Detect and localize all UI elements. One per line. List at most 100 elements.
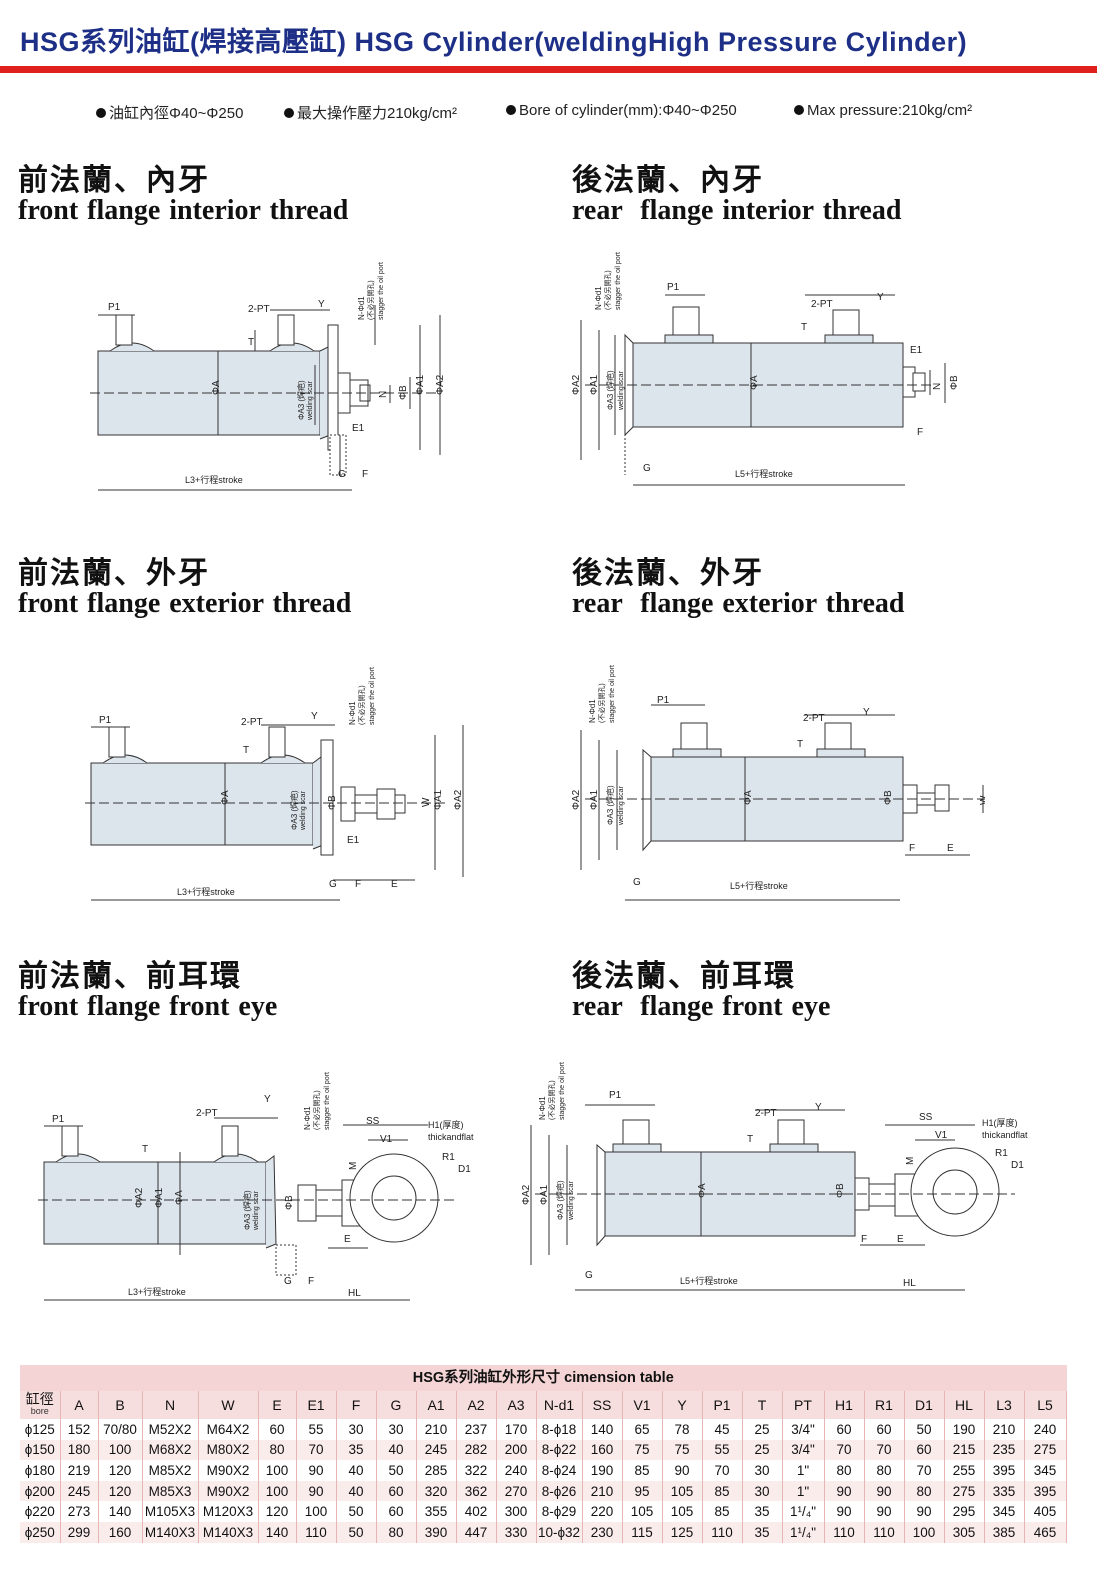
label-t: T [142,1144,148,1155]
table-cell: 35 [336,1439,377,1461]
cylinder-body [43,1161,267,1245]
table-cell: M90X2 [198,1460,259,1481]
table-cell: 60 [904,1439,945,1461]
table-caption: HSG系列油缸外形尺寸 cimension table [20,1365,1067,1391]
table-cell: M140X3 [142,1521,199,1543]
label-a: ΦA [697,1183,708,1198]
table-cell: 100 [296,1501,337,1522]
table-cell: 215 [944,1439,985,1461]
table-cell: 240 [496,1460,537,1481]
table-cell: 55 [702,1439,743,1461]
bore-cell: ϕ125 [20,1419,61,1440]
table-cell: 100 [258,1480,297,1502]
table-cell: 90 [864,1501,905,1522]
label-a1: ΦA1 [433,789,444,810]
table-cell: 60 [376,1501,417,1522]
bullet-icon [506,105,516,115]
label-a: ΦA [174,1190,185,1205]
label-v1: V1 [380,1134,393,1145]
table-cell: 90 [296,1460,337,1481]
table-cell: 3/4" [782,1419,825,1440]
table-cell: M105X3 [142,1501,199,1522]
table-cell: 219 [60,1460,99,1481]
col-header: V1 [622,1391,663,1419]
table-cell: 8-ϕ24 [536,1460,583,1481]
col-header: A2 [456,1391,497,1419]
table-cell: 105 [662,1480,703,1502]
table-cell: 90 [824,1501,865,1522]
label-nd1-cn: (不必另開孔) [312,1090,321,1130]
label-w: W [979,795,985,805]
label-p1: P1 [657,695,670,706]
label-r1: R1 [442,1152,455,1163]
cylinder-body [604,1151,856,1237]
page-title: HSG系列油缸(焊接高壓缸) HSG Cylinder(weldingHigh … [20,27,968,57]
label-a1: ΦA1 [154,1187,165,1208]
table-cell: 50 [904,1419,945,1440]
label-nd1-cn: (不必另開孔) [357,685,366,725]
table-cell: 110 [702,1521,743,1543]
table-cell: 237 [456,1419,497,1440]
label-l3: L3+行程stroke [177,886,235,897]
drawing-front-flange-front-eye: P1 2-PT Y T ΦA2 ΦA1 ΦA ΦA3 (焊疤) welding … [38,1040,508,1310]
label-nd1: N-Φd1 [538,1096,547,1120]
label-a3: ΦA3 (焊疤) [296,380,306,420]
bullet-icon [96,108,106,118]
table-cell: 90 [662,1460,703,1481]
label-nd1-cn: (不必另開孔) [603,270,612,310]
label-hl: HL [903,1278,916,1289]
table-cell: 100 [258,1460,297,1481]
table-cell: 385 [984,1521,1025,1543]
table-cell: 50 [336,1501,377,1522]
table-cell: 320 [416,1480,457,1502]
label-y: Y [863,707,870,718]
col-header: F [336,1391,377,1419]
label-l3: L3+行程stroke [128,1286,186,1297]
spec-bore-en: Bore of cylinder(mm):Φ40~Φ250 [506,102,737,119]
table-cell: 40 [336,1480,377,1502]
label-weld: welding scar [618,370,625,411]
label-b: ΦB [284,1195,295,1210]
table-cell: 50 [376,1460,417,1481]
label-l5: L5+行程stroke [730,880,788,891]
label-h1: H1(厚度) [982,1117,1018,1128]
table-cell: 30 [742,1460,783,1481]
col-header: L3 [984,1391,1025,1419]
col-header: G [376,1391,417,1419]
label-b: ΦB [327,795,338,810]
table-cell: 70/80 [98,1419,143,1440]
label-ss: SS [366,1116,380,1127]
section-title-cn: 前法蘭、外牙 [18,556,210,591]
label-a2: ΦA2 [571,374,582,395]
table-cell: 80 [376,1521,417,1543]
label-a3: ΦA3 (焊疤) [242,1190,252,1230]
col-header: H1 [824,1391,865,1419]
bullet-icon [284,108,294,118]
table-cell: 85 [702,1501,743,1522]
label-nd1-cn: (不必另開孔) [547,1080,556,1120]
table-cell: 447 [456,1521,497,1543]
cylinder-diagram: P1 2-PT Y T ΦA ΦA3 (焊疤) welding scar ΦB … [85,667,464,901]
table-cell: 35 [742,1521,783,1543]
bullet-icon [794,105,804,115]
table-cell: 402 [456,1501,497,1522]
table-cell: 45 [702,1419,743,1440]
table-cell: 345 [984,1501,1025,1522]
label-y: Y [311,711,318,722]
table-cell: 110 [824,1521,865,1543]
table-cell: 362 [456,1480,497,1502]
table-cell: 390 [416,1521,457,1543]
table-cell: 105 [662,1501,703,1522]
table-cell: 210 [582,1480,623,1502]
table-cell: 465 [1024,1521,1067,1543]
table-cell: 1¹/₄" [782,1501,825,1522]
col-header: N-d1 [536,1391,583,1419]
drawing-rear-flange-exterior-thread: P1 2-PT Y T ΦA ΦB ΦA2 ΦA1 ΦA3 (焊疤) weldi… [565,645,985,910]
label-n: N [932,383,943,390]
label-a: ΦA [220,790,231,805]
